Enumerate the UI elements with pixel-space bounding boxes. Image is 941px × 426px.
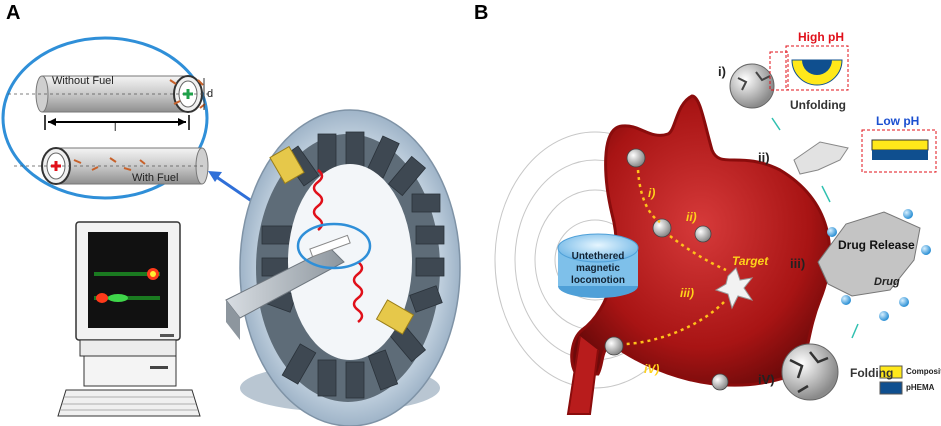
magnet-block-bottom [375, 299, 415, 335]
side-step-1: i) [718, 64, 726, 79]
enzyme-particles-top [169, 79, 206, 109]
stomach-step-2: ii) [686, 210, 697, 224]
side-step-3: iii) [790, 256, 806, 271]
step-arrow-3 [851, 323, 859, 339]
low-ph-label: Low pH [876, 114, 920, 128]
target-capsule-icon [714, 267, 754, 310]
drug-release-label: Drug Release [838, 238, 915, 252]
magnetic-field-wave-top [312, 169, 324, 231]
zoom-box-high-ph [769, 51, 789, 91]
capsule-spheres [604, 148, 729, 391]
side-step-4: iV) [758, 372, 775, 387]
step-arrow-1 [771, 117, 781, 131]
legend-swatch-phema [879, 381, 903, 395]
legend-composite-label: Composite [906, 367, 941, 376]
with-fuel-label: With Fuel [132, 172, 179, 184]
step-arrow-2 [821, 185, 831, 203]
keyboard [57, 389, 201, 417]
drug-release-sheet [817, 211, 921, 297]
low-ph-composite-layer [871, 139, 929, 151]
stomach-step-1: i) [648, 186, 656, 200]
drug-label: Drug [874, 276, 900, 288]
magnet-block-top [269, 145, 305, 185]
positive-charge-icon [183, 89, 193, 99]
computer-base [79, 339, 177, 387]
drug-droplets [827, 209, 931, 321]
unfolded-sheet [793, 141, 849, 175]
low-ph-box [861, 129, 937, 173]
high-ph-label: High pH [798, 30, 844, 44]
microtube-with-fuel [14, 147, 209, 185]
stomach-step-3: iii) [680, 286, 694, 300]
low-ph-phema-layer [872, 150, 928, 160]
without-fuel-label: Without Fuel [52, 75, 114, 87]
microtube-sample [309, 234, 351, 258]
capsule-sphere-closed [729, 63, 775, 109]
positive-charge-icon-red [51, 161, 61, 171]
legend-swatch-composite [879, 365, 903, 379]
panel-b-letter: B [474, 2, 489, 24]
computer-monitor [75, 221, 181, 341]
capsule-path [625, 169, 727, 346]
sample-highlight-ellipse [296, 222, 372, 270]
magnetic-field-wave-bottom [352, 261, 364, 323]
high-ph-shell-inner [802, 60, 832, 75]
sample-bench-side [226, 300, 240, 340]
unfolding-label: Unfolding [790, 98, 846, 112]
side-step-2: ii) [758, 150, 770, 165]
folding-label: Folding [850, 366, 894, 380]
legend-phema-label: pHEMA [906, 383, 935, 392]
magnetic-locomotion-disk [557, 233, 639, 298]
capsule-sphere-folded [781, 343, 839, 401]
length-arrow [44, 115, 190, 130]
diameter-symbol: d [207, 88, 214, 100]
high-ph-box [785, 45, 849, 91]
enzyme-particles-bottom [73, 157, 146, 171]
stomach-step-4: iV) [644, 362, 660, 376]
length-symbol: l [114, 122, 117, 134]
locomotion-label: Untethered magnetic locomotion [571, 251, 625, 286]
panel-a-letter: A [6, 2, 21, 24]
target-label: Target [732, 254, 769, 268]
